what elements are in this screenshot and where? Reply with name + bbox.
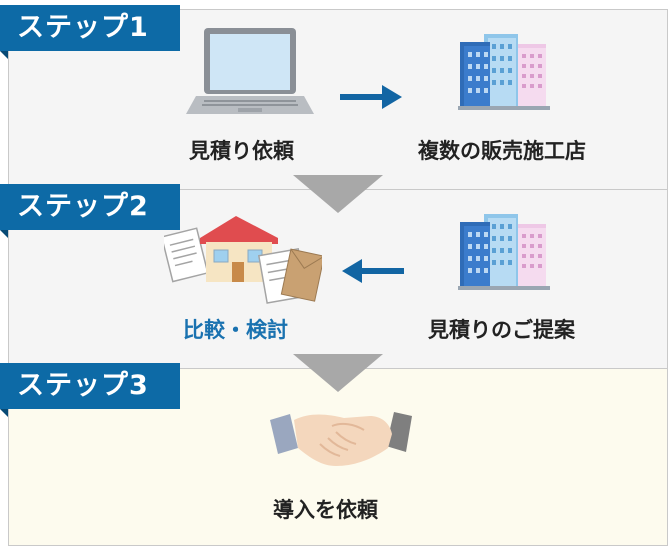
step1-tag-fold [0, 51, 8, 59]
left-arrow-icon [342, 259, 404, 283]
step3-tag-fold [0, 409, 8, 417]
step2-left-label: 比較・検討 [183, 318, 288, 342]
right-arrow-icon [340, 85, 402, 109]
step2-tag-fold [0, 230, 8, 238]
step2-tag: ステップ2 [0, 184, 180, 230]
step1-left-label: 見積り依頼 [189, 139, 294, 163]
step3-tag: ステップ3 [0, 363, 180, 409]
step2-right-label: 見積りのご提案 [428, 318, 575, 342]
laptop-icon [186, 28, 314, 114]
step3-center-label: 導入を依頼 [273, 498, 378, 522]
step1-right-label: 複数の販売施工店 [418, 139, 586, 163]
office-building-icon [458, 214, 550, 290]
down-triangle-icon [293, 354, 383, 392]
handshake-icon [270, 412, 412, 466]
down-triangle-icon [293, 175, 383, 213]
house-documents-icon [164, 216, 322, 304]
step1-tag: ステップ1 [0, 5, 180, 51]
office-building-icon [458, 34, 550, 110]
